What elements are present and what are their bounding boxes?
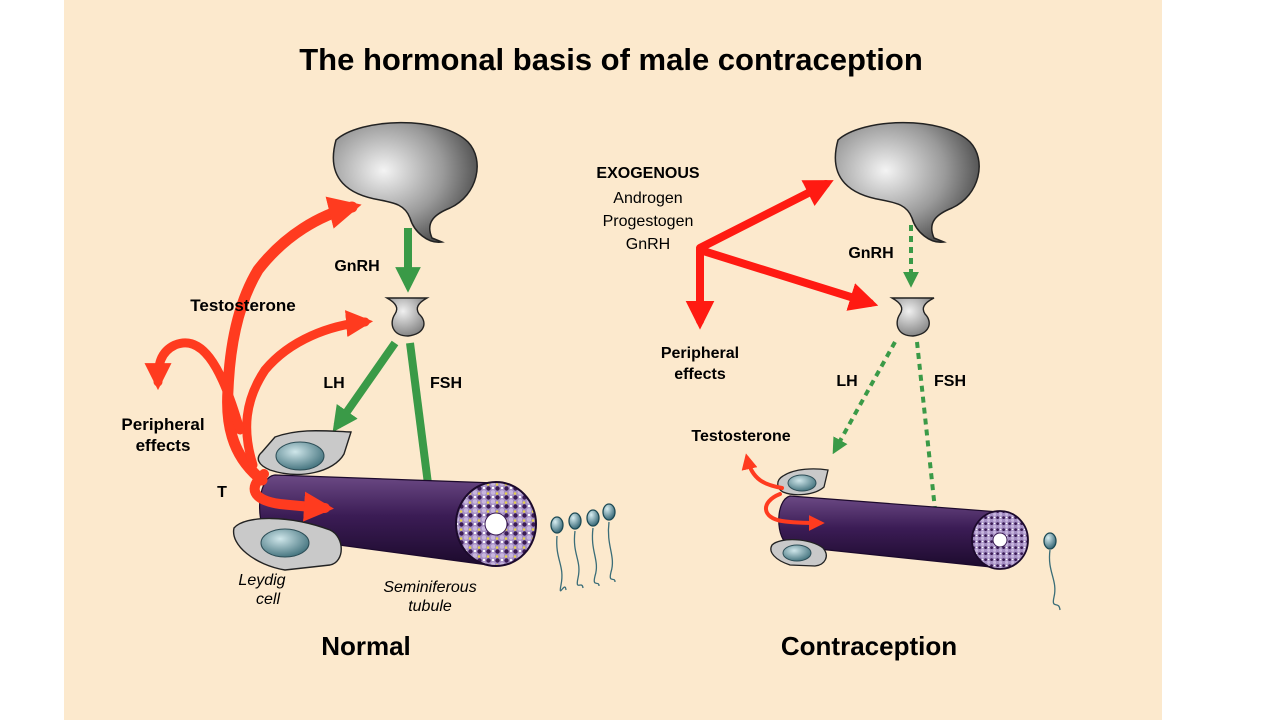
leydig-label-2: cell — [256, 591, 280, 608]
contraception-peripheral-label-1: Peripheral — [661, 345, 739, 362]
normal-caption: Normal — [321, 631, 411, 661]
tubule-label-1: Seminiferous — [383, 579, 476, 596]
normal-testosterone-label: Testosterone — [190, 296, 296, 315]
exogenous-item-progestogen: Progestogen — [603, 213, 694, 230]
pituitary-icon — [889, 297, 935, 337]
lh-arrow — [332, 340, 399, 433]
exogenous-arrows — [685, 180, 879, 330]
seminiferous-tubule-icon — [778, 495, 1029, 570]
normal-lh-label: LH — [323, 375, 344, 392]
testosterone-arrows — [741, 453, 825, 531]
contraception-gnrh-label: GnRH — [848, 245, 893, 262]
suppressed-arrows — [832, 225, 944, 533]
contraception-peripheral-label-2: effects — [674, 366, 726, 383]
leydig-label-1: Leydig — [238, 572, 285, 589]
hypothalamus-icon — [834, 121, 980, 243]
hypothalamus-icon — [332, 121, 478, 243]
exogenous-item-androgen: Androgen — [613, 190, 682, 207]
sperm-icon — [1043, 532, 1061, 611]
exogenous-heading: EXOGENOUS — [596, 165, 699, 182]
contraception-testosterone-label: Testosterone — [691, 428, 790, 445]
testosterone-arrows — [144, 196, 374, 522]
normal-fsh-label: FSH — [430, 375, 462, 392]
diagram-title: The hormonal basis of male contraception — [299, 42, 923, 77]
contraception-caption: Contraception — [781, 631, 957, 661]
contraception-lh-label: LH — [836, 373, 857, 390]
normal-peripheral-label-1: Peripheral — [121, 415, 204, 434]
tubule-label-2: tubule — [408, 598, 452, 615]
normal-panel: GnRH Testosterone Peripheral effects LH … — [121, 121, 616, 661]
diagram-panel — [64, 0, 1162, 720]
leydig-cell-icon — [233, 430, 352, 571]
pituitary-icon — [384, 297, 430, 337]
normal-peripheral-label-2: effects — [136, 436, 191, 455]
contraception-panel: EXOGENOUS Androgen Progestogen GnRH GnRH… — [596, 121, 1061, 661]
normal-t-label: T — [217, 484, 227, 501]
normal-gnrh-label: GnRH — [334, 258, 379, 275]
exogenous-item-gnrh: GnRH — [626, 236, 670, 253]
sperm-icon — [550, 503, 616, 592]
leydig-cell-icon — [770, 468, 829, 567]
contraception-fsh-label: FSH — [934, 373, 966, 390]
